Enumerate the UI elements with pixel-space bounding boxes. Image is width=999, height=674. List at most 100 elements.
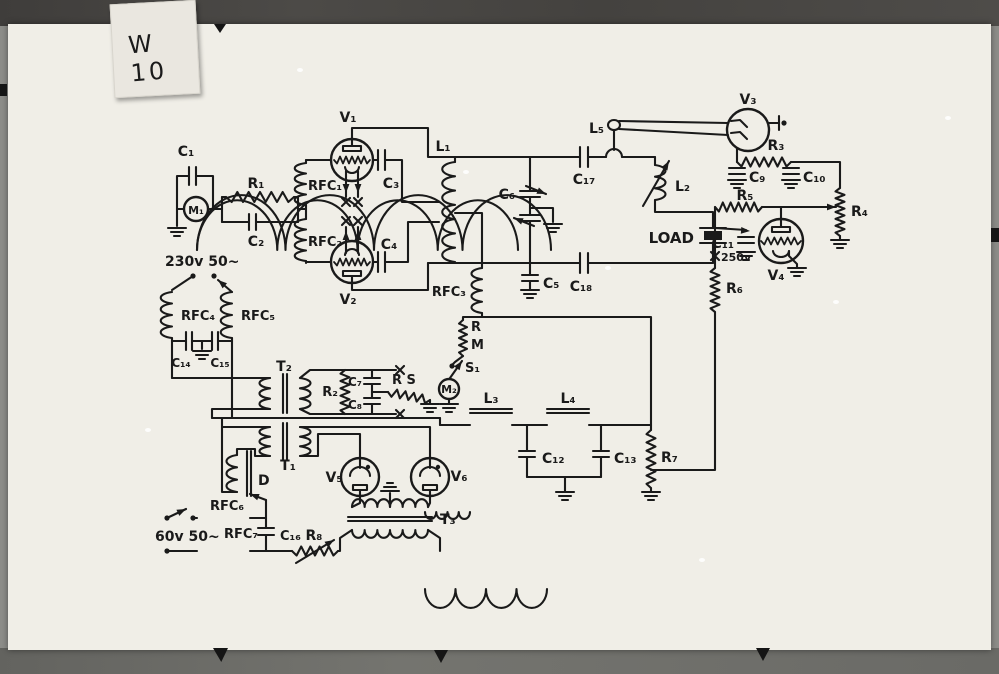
switch-blade	[176, 509, 186, 516]
wire	[617, 119, 730, 125]
tube-v3-anode	[729, 118, 749, 129]
tube-v6-anode	[418, 465, 442, 478]
switch-s1-blade	[454, 361, 462, 371]
tube-v3-cathode	[729, 130, 749, 141]
label-v1: V₁	[340, 110, 357, 126]
variable-cap-arrow	[514, 218, 524, 225]
tube-v4	[757, 217, 805, 265]
tube-v2-grid	[333, 257, 371, 267]
resistor-r4	[834, 186, 846, 238]
tube-v1-cathode	[343, 165, 361, 175]
transformer-t3	[350, 498, 430, 509]
heater-x	[352, 215, 364, 227]
heater-arrow	[342, 231, 350, 240]
inductor-l4	[423, 587, 549, 609]
tube-v1	[329, 137, 375, 183]
heater-x	[352, 196, 364, 208]
junction-dot	[449, 363, 455, 369]
resistor-r6	[709, 266, 721, 314]
label-c5: C₅	[543, 276, 559, 292]
wire	[350, 126, 457, 159]
label-v60: 60v 50~	[155, 529, 220, 545]
transformer-t1	[298, 425, 312, 458]
label-v4: V₄	[768, 268, 785, 284]
label-r8: R₈	[306, 528, 323, 544]
wire	[383, 158, 441, 204]
junction-dot	[164, 548, 170, 554]
note-label: W 10	[127, 29, 169, 88]
wire	[235, 447, 272, 458]
label-v3: V₃	[740, 92, 757, 108]
junction-dot	[781, 120, 787, 126]
label-rfc7: RFC₇	[224, 527, 258, 542]
label-rs: R S	[392, 373, 416, 388]
label-r3: R₃	[768, 138, 785, 154]
wire	[453, 211, 484, 265]
wire	[170, 274, 195, 292]
heater-x	[394, 364, 406, 376]
label-rfc3: RFC₃	[432, 285, 466, 300]
wire	[350, 261, 430, 292]
wire	[298, 368, 398, 380]
label-v250: 250v	[721, 251, 752, 264]
label-l1: L₁	[435, 139, 450, 155]
sticky-note: W 10	[109, 0, 201, 99]
label-c1: C₁	[178, 144, 194, 160]
label-t1: T₁	[280, 458, 296, 474]
variable-inductor-arrow	[661, 161, 669, 171]
d-tap-arrow	[250, 494, 260, 501]
r4-wiper-arrow	[827, 203, 836, 211]
junction-dot	[190, 515, 196, 521]
label-rfc1: RFC₁	[308, 179, 342, 194]
resistor-r7	[645, 428, 657, 490]
label-c16: C₁₆	[280, 529, 301, 544]
dust-glint	[145, 428, 151, 432]
component-labels: C₁M₁R₁C₂RFC₁RFC₂V₁V₂C₃C₄L₁RFC₃RMS₁M₂R₂C₇…	[155, 92, 868, 545]
label-r2: R₂	[322, 385, 338, 400]
meter-m2	[437, 377, 461, 401]
heater-x	[394, 408, 406, 420]
circuit-lines	[145, 68, 951, 609]
tube-v4-plate	[770, 225, 792, 234]
label-d: D	[258, 473, 270, 489]
label-v5: V₅	[326, 470, 343, 486]
label-c11: C₁₁	[711, 236, 734, 252]
label-c15: C₁₅	[210, 356, 229, 370]
wire	[210, 407, 272, 420]
tube-v2	[329, 239, 375, 285]
resistor-r3	[735, 156, 793, 168]
dust-glint	[833, 300, 839, 304]
junction-dot	[190, 273, 196, 279]
inductor-l2	[653, 163, 667, 202]
wire	[298, 407, 398, 416]
label-load: LOAD	[649, 229, 694, 247]
transformer-t3	[350, 528, 430, 539]
wire	[480, 315, 653, 427]
dust-glint	[297, 68, 303, 72]
tube-v4-cathode	[771, 249, 791, 259]
tube-v3	[725, 107, 771, 153]
junction-dot	[211, 273, 217, 279]
tube-v4-grid	[760, 236, 802, 246]
wire	[789, 160, 842, 190]
label-c6: C₆	[499, 187, 515, 203]
resistor-r8	[290, 545, 340, 557]
mount-tab	[0, 84, 7, 96]
x-250v	[709, 250, 721, 262]
inductor-l1	[441, 160, 457, 264]
wire	[298, 425, 432, 460]
resistor-rs	[386, 388, 432, 405]
resistor-r2	[339, 368, 351, 416]
dust-glint	[463, 170, 469, 174]
label-r5: R₅	[737, 188, 754, 204]
label-c12: C₁₂	[542, 451, 565, 467]
mount-tab	[991, 228, 999, 242]
label-l4: L₄	[560, 391, 575, 407]
label-r6: R₆	[726, 281, 743, 297]
label-c18: C₁₈	[570, 279, 593, 295]
label-c13: C₁₃	[614, 451, 637, 467]
heater-arrow	[354, 184, 362, 193]
tube-v1-grid	[333, 155, 371, 165]
label-c14: C₁₄	[171, 356, 190, 370]
